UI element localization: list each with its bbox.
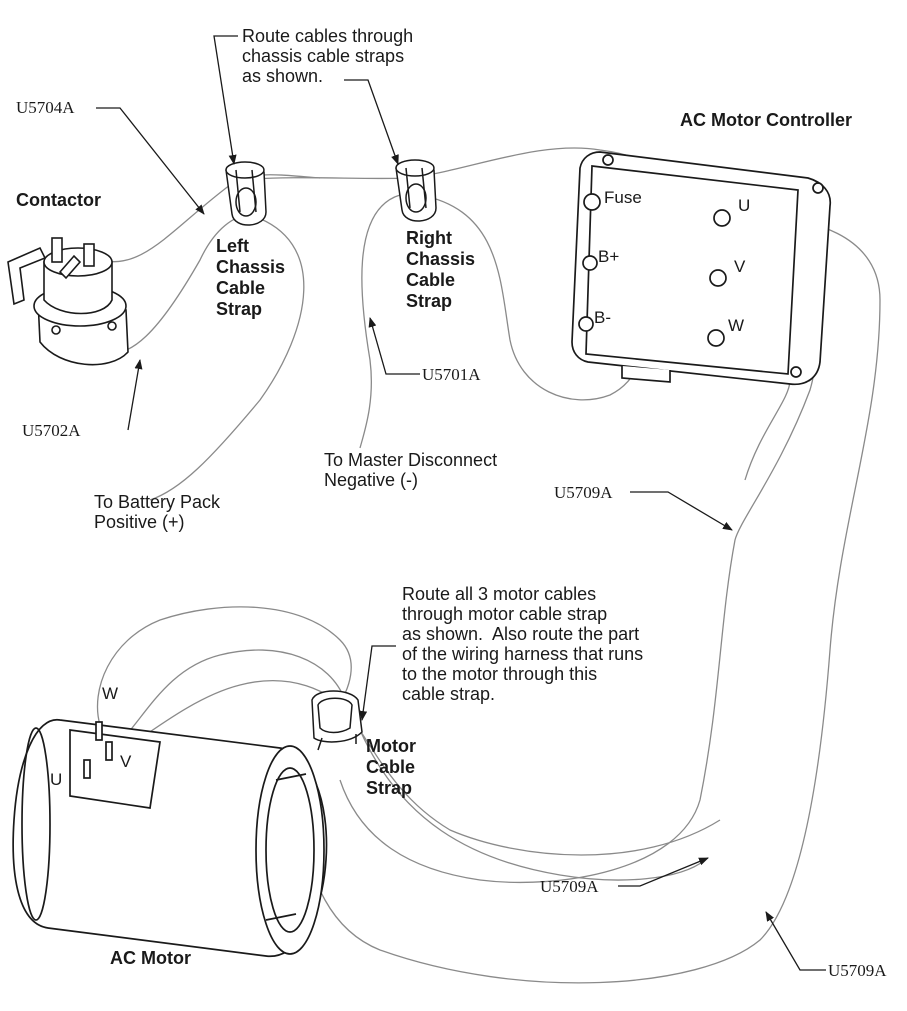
left-strap-label: Left Chassis Cable Strap bbox=[216, 236, 286, 319]
cable-battery bbox=[149, 214, 305, 501]
leader-u5709a-bottom bbox=[765, 911, 826, 971]
motor-stud-v bbox=[105, 741, 113, 761]
right-chassis-strap bbox=[395, 159, 437, 222]
leader-u5702a bbox=[127, 359, 143, 431]
label-u5704a: U5704A bbox=[16, 98, 75, 117]
motor-terminal-v-label: V bbox=[120, 752, 132, 771]
label-u5709a-top: U5709A bbox=[554, 483, 613, 502]
terminal-u-post bbox=[713, 209, 731, 227]
contactor-bracket bbox=[7, 246, 47, 306]
terminal-u-label: U bbox=[738, 196, 751, 215]
motor-cable-strap bbox=[311, 690, 363, 751]
contactor-stud-right bbox=[83, 243, 95, 267]
label-u5709a-bottom: U5709A bbox=[828, 961, 887, 980]
terminal-v-label: V bbox=[734, 257, 746, 276]
contactor-device bbox=[7, 237, 129, 366]
motor-stud-w bbox=[95, 721, 103, 741]
leader-lines bbox=[96, 35, 826, 971]
terminal-w-label: W bbox=[728, 316, 745, 335]
label-u5701a: U5701A bbox=[422, 365, 481, 384]
cable-motor-v bbox=[109, 649, 346, 751]
terminal-bplus-label: B+ bbox=[598, 247, 620, 266]
motor-strap-label: Motor Cable Strap bbox=[366, 736, 416, 798]
master-disconnect-note: To Master Disconnect Negative (-) bbox=[324, 450, 498, 490]
contactor-label: Contactor bbox=[16, 190, 101, 210]
contactor-link bbox=[58, 254, 82, 280]
label-u5709a-mid: U5709A bbox=[540, 877, 599, 896]
cable-motor-w bbox=[96, 606, 352, 726]
motor-label: AC Motor bbox=[110, 948, 191, 968]
cable-u5704a bbox=[94, 174, 321, 263]
motor-stud-u bbox=[83, 759, 91, 779]
motor-terminal-w-label: W bbox=[102, 684, 119, 703]
leader-u5701a bbox=[368, 317, 420, 375]
battery-note: To Battery Pack Positive (+) bbox=[94, 492, 221, 532]
route-motor-note: Route all 3 motor cables through motor c… bbox=[402, 584, 644, 704]
leader-u5709a-mid bbox=[618, 857, 709, 887]
leader-u5709a-top bbox=[630, 491, 733, 531]
label-u5702a: U5702A bbox=[22, 421, 81, 440]
terminal-v-post bbox=[709, 269, 727, 287]
terminal-bminus-post bbox=[578, 316, 594, 332]
terminal-fuse-post bbox=[583, 193, 601, 211]
left-chassis-strap bbox=[225, 161, 267, 226]
cable-u5709a-outer bbox=[299, 216, 881, 984]
motor-device bbox=[12, 719, 328, 957]
terminal-bplus-post bbox=[582, 255, 598, 271]
controller-label: AC Motor Controller bbox=[680, 110, 852, 130]
leader-route-right bbox=[344, 79, 399, 165]
cable-u5701a bbox=[359, 194, 401, 449]
terminal-fuse-label: Fuse bbox=[604, 188, 642, 207]
leader-motor-route bbox=[359, 645, 396, 721]
terminal-bminus-label: B- bbox=[594, 308, 611, 327]
motor-terminal-box bbox=[69, 729, 161, 809]
controller-housing bbox=[571, 151, 832, 386]
contactor-stud-left bbox=[51, 237, 63, 263]
right-strap-label: Right Chassis Cable Strap bbox=[406, 228, 476, 311]
controller-tab bbox=[621, 366, 671, 383]
controller-device bbox=[571, 151, 832, 386]
terminal-w-post bbox=[707, 329, 725, 347]
route-chassis-note: Route cables through chassis cable strap… bbox=[242, 26, 414, 86]
leader-route-left bbox=[213, 35, 238, 165]
motor-terminal-u-label: U bbox=[50, 770, 63, 789]
leader-u5704a bbox=[96, 107, 205, 215]
